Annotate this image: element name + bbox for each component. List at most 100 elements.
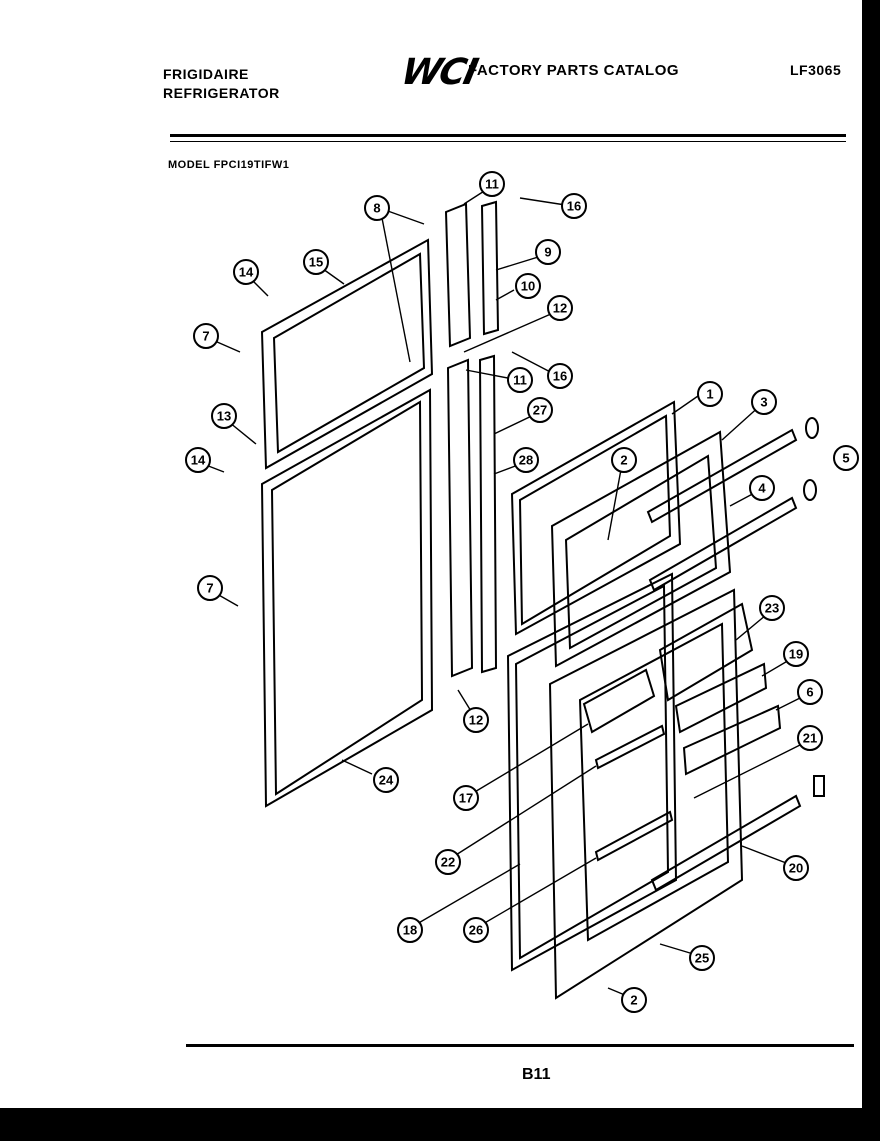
callout-label-12-lower: 12 <box>469 713 483 728</box>
upper-handle <box>444 200 500 348</box>
header-rule-thick <box>170 134 846 137</box>
callout-15 <box>303 249 329 275</box>
callout-13 <box>211 403 237 429</box>
callout-label-11-upper: 11 <box>485 177 499 192</box>
callout-label-8: 8 <box>373 201 380 216</box>
callout-group <box>185 171 859 1013</box>
callout-label-13: 13 <box>217 409 231 424</box>
callout-label-7-lower: 7 <box>206 581 213 596</box>
callout-label-2-upper: 2 <box>620 453 627 468</box>
model-label: MODEL FPCI19TIFW1 <box>168 159 290 171</box>
callout-17 <box>453 785 479 811</box>
callout-24 <box>373 767 399 793</box>
shelf-bar-20 <box>650 794 802 892</box>
callout-20 <box>783 855 809 881</box>
lower-handle <box>446 354 498 678</box>
catalog-number: LF3065 <box>790 62 842 78</box>
scan-border-bottom <box>0 1108 880 1141</box>
callout-label-1: 1 <box>706 387 713 402</box>
callout-label-15: 15 <box>309 255 323 270</box>
freezer-door-outer <box>260 238 434 470</box>
callout-label-6: 6 <box>806 685 813 700</box>
fresh-food-liner <box>548 588 744 1000</box>
callout-5 <box>833 445 859 471</box>
callout-label-16-upper: 16 <box>567 199 581 214</box>
callout-11-upper <box>479 171 505 197</box>
callout-label-17: 17 <box>459 791 473 806</box>
callout-label-27: 27 <box>533 403 547 418</box>
callout-26 <box>463 917 489 943</box>
freezer-shelf-upper <box>646 428 798 524</box>
callout-label-9: 9 <box>544 245 551 260</box>
callout-7-upper <box>193 323 219 349</box>
callout-label-5: 5 <box>842 451 849 466</box>
callout-label-21: 21 <box>803 731 817 746</box>
freezer-liner <box>550 430 732 668</box>
callout-21 <box>797 725 823 751</box>
callout-16-upper <box>561 193 587 219</box>
callout-12-lower <box>463 707 489 733</box>
door-stop-lower <box>803 479 817 501</box>
shelf-bar-26 <box>594 810 674 862</box>
page-number: B11 <box>522 1066 551 1083</box>
callout-label-18: 18 <box>403 923 417 938</box>
scan-border-right <box>862 0 880 1141</box>
callout-1 <box>697 381 723 407</box>
header-rule-thin <box>170 141 846 142</box>
callout-label-11-lower: 11 <box>513 373 527 388</box>
callout-label-24: 24 <box>379 773 394 788</box>
door-bin-19 <box>674 662 768 734</box>
callout-3 <box>751 389 777 415</box>
callout-27 <box>527 397 553 423</box>
callout-label-20: 20 <box>789 861 803 876</box>
callout-14-lower <box>185 447 211 473</box>
callout-label-22: 22 <box>441 855 455 870</box>
callout-9 <box>535 239 561 265</box>
hinge-bracket <box>813 775 825 797</box>
callout-label-26: 26 <box>469 923 483 938</box>
callout-label-28: 28 <box>519 453 533 468</box>
freezer-gasket <box>510 400 682 636</box>
callout-label-2-lower: 2 <box>630 993 637 1008</box>
callout-16-lower <box>547 363 573 389</box>
egg-tray <box>582 668 656 734</box>
product-type: REFRIGERATOR <box>163 85 280 101</box>
callout-19 <box>783 641 809 667</box>
footer-rule <box>186 1044 854 1047</box>
callout-label-3: 3 <box>760 395 767 410</box>
door-stop-upper <box>805 417 819 439</box>
callout-label-16-lower: 16 <box>553 369 567 384</box>
catalog-title: FACTORY PARTS CATALOG <box>468 62 680 79</box>
callout-label-25: 25 <box>695 951 709 966</box>
callout-label-14-lower: 14 <box>191 453 206 468</box>
callout-23 <box>759 595 785 621</box>
callout-10 <box>515 273 541 299</box>
callout-4 <box>749 475 775 501</box>
callout-label-23: 23 <box>765 601 779 616</box>
callout-7-lower <box>197 575 223 601</box>
callout-2-upper <box>611 447 637 473</box>
fresh-food-door-outer <box>260 388 434 808</box>
shelf-bar-22 <box>594 724 666 770</box>
callout-label-19: 19 <box>789 647 803 662</box>
callout-label-14-upper: 14 <box>239 265 254 280</box>
callout-label-10: 10 <box>521 279 535 294</box>
callout-label-4: 4 <box>758 481 766 496</box>
callout-22 <box>435 849 461 875</box>
callout-2-lower <box>621 987 647 1013</box>
callout-6 <box>797 679 823 705</box>
callout-25 <box>689 945 715 971</box>
door-bin-6 <box>682 704 782 776</box>
callout-28 <box>513 447 539 473</box>
brand-name: FRIGIDAIRE <box>163 66 249 82</box>
callout-8 <box>364 195 390 221</box>
fresh-food-gasket <box>506 572 678 972</box>
callout-label-12-upper: 12 <box>553 301 567 316</box>
callout-14-upper <box>233 259 259 285</box>
callout-label-7-upper: 7 <box>202 329 209 344</box>
dairy-door <box>658 602 754 702</box>
callout-18 <box>397 917 423 943</box>
callout-12-upper <box>547 295 573 321</box>
callout-11-lower <box>507 367 533 393</box>
